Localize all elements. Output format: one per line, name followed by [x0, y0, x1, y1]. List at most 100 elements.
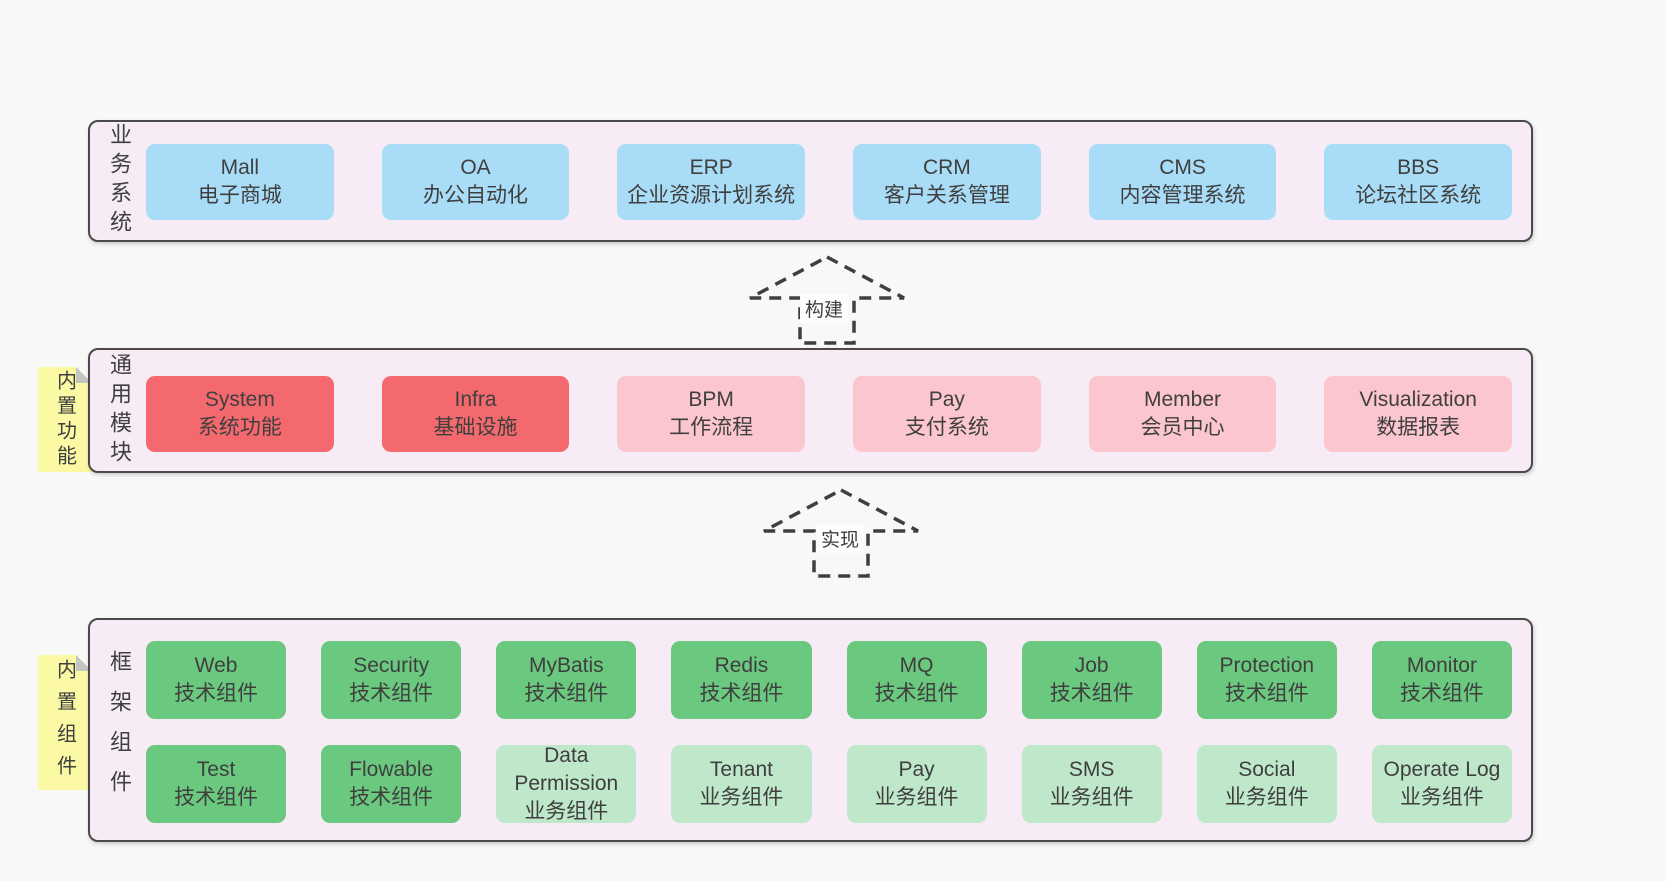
- box-infra: Infra 基础设施: [381, 376, 570, 452]
- box-visualization: Visualization 数据报表: [1324, 376, 1513, 452]
- box-subtitle: 技术组件: [1049, 682, 1134, 705]
- box-subtitle: 业务组件: [699, 786, 784, 809]
- box-test: Test 技术组件: [146, 745, 287, 823]
- box-title: Web: [194, 654, 238, 678]
- box-subtitle: 技术组件: [349, 682, 434, 705]
- box-title: Operate Log: [1383, 758, 1501, 782]
- box-title: Data Permission: [514, 744, 619, 796]
- box-mybatis: MyBatis 技术组件: [496, 641, 637, 719]
- box-title: Test: [196, 758, 236, 782]
- business-systems-row: Mall 电子商城 OA 办公自动化 ERP 企业资源计划系统 CRM 客户关系…: [146, 144, 1513, 220]
- box-monitor: Monitor 技术组件: [1371, 641, 1512, 719]
- box-title: ERP: [689, 156, 733, 180]
- box-member: Member 会员中心: [1088, 376, 1277, 452]
- box-subtitle: 数据报表: [1376, 416, 1461, 439]
- band-business-systems: 业务系统 Mall 电子商城 OA 办公自动化 ERP 企业资源计划系统 CRM…: [88, 120, 1533, 242]
- box-mall: Mall 电子商城: [146, 144, 334, 220]
- box-subtitle: 企业资源计划系统: [627, 184, 796, 207]
- box-subtitle: 工作流程: [669, 416, 754, 439]
- box-sms: SMS 业务组件: [1021, 745, 1162, 823]
- box-subtitle: 支付系统: [904, 416, 989, 439]
- box-subtitle: 内容管理系统: [1119, 184, 1246, 207]
- box-subtitle: 技术组件: [174, 682, 259, 705]
- box-title: Mall: [220, 156, 260, 180]
- box-subtitle: 业务组件: [874, 786, 959, 809]
- box-cms: CMS 内容管理系统: [1088, 144, 1277, 220]
- box-subtitle: 技术组件: [874, 682, 959, 705]
- box-title: Visualization: [1359, 388, 1477, 412]
- box-title: OA: [460, 156, 491, 180]
- box-title: System: [204, 388, 275, 412]
- box-bbs: BBS 论坛社区系统: [1324, 144, 1513, 220]
- box-title: Redis: [714, 654, 769, 678]
- box-subtitle: 业务组件: [1399, 786, 1484, 809]
- box-title: Flowable: [349, 758, 434, 782]
- box-subtitle: 业务组件: [524, 799, 609, 823]
- box-crm: CRM 客户关系管理: [853, 144, 1041, 220]
- sticky-note-built-in-components: 内置组件: [38, 655, 92, 790]
- box-redis: Redis 技术组件: [671, 641, 812, 719]
- box-operate-log: Operate Log 业务组件: [1371, 745, 1512, 823]
- arrow-implement-label: 实现: [816, 524, 865, 553]
- sticky-note-built-in-features: 内置功能: [38, 367, 92, 472]
- box-title: Job: [1074, 654, 1109, 678]
- box-social: Social 业务组件: [1196, 745, 1337, 823]
- box-flowable: Flowable 技术组件: [321, 745, 462, 823]
- box-tenant: Tenant 业务组件: [671, 745, 812, 823]
- box-title: Monitor: [1406, 654, 1477, 678]
- box-protection: Protection 技术组件: [1196, 641, 1337, 719]
- box-oa: OA 办公自动化: [381, 144, 570, 220]
- box-subtitle: 电子商城: [197, 184, 282, 207]
- box-subtitle: 业务组件: [1049, 786, 1134, 809]
- box-title: BPM: [688, 388, 734, 412]
- arrow-build-label: 构建: [800, 294, 849, 323]
- box-pay: Pay 支付系统: [853, 376, 1041, 452]
- box-subtitle: 技术组件: [174, 786, 259, 809]
- band-framework-components: 框架组件 Web 技术组件 Security 技术组件 MyBatis 技术组件…: [88, 618, 1533, 842]
- box-subtitle: 论坛社区系统: [1355, 184, 1482, 207]
- box-subtitle: 业务组件: [1224, 786, 1309, 809]
- box-system: System 系统功能: [146, 376, 334, 452]
- box-subtitle: 技术组件: [699, 682, 784, 705]
- box-title: MyBatis: [528, 654, 604, 678]
- box-erp: ERP 企业资源计划系统: [617, 144, 806, 220]
- box-title: Tenant: [709, 758, 773, 782]
- band-label-business-systems: 业务系统: [107, 123, 132, 239]
- box-subtitle: 基础设施: [433, 416, 518, 439]
- box-data-permission: Data Permission 业务组件: [496, 744, 637, 823]
- arrow-implement-icon: [763, 488, 919, 578]
- box-title: CMS: [1159, 156, 1206, 180]
- box-subtitle: 客户关系管理: [883, 184, 1010, 207]
- box-subtitle: 办公自动化: [423, 184, 528, 207]
- box-title: Infra: [454, 388, 497, 412]
- band-label-framework-components: 框架组件: [107, 650, 132, 810]
- box-subtitle: 技术组件: [524, 682, 609, 705]
- framework-components-row-1: Web 技术组件 Security 技术组件 MyBatis 技术组件 Redi…: [146, 641, 1512, 719]
- sticky-note-text: 内置组件: [53, 658, 76, 787]
- common-modules-row: System 系统功能 Infra 基础设施 BPM 工作流程 Pay 支付系统…: [146, 376, 1513, 452]
- box-title: Member: [1144, 388, 1222, 412]
- arrow-build-icon: [749, 255, 905, 345]
- box-subtitle: 系统功能: [197, 416, 282, 439]
- box-subtitle: 技术组件: [1399, 682, 1484, 705]
- box-pay-business: Pay 业务组件: [846, 745, 987, 823]
- box-mq: MQ 技术组件: [846, 641, 987, 719]
- box-subtitle: 技术组件: [349, 786, 434, 809]
- box-job: Job 技术组件: [1021, 641, 1162, 719]
- box-title: Pay: [928, 388, 965, 412]
- band-common-modules: 通用模块 System 系统功能 Infra 基础设施 BPM 工作流程 Pay…: [88, 348, 1533, 473]
- box-bpm: BPM 工作流程: [617, 376, 806, 452]
- box-security: Security 技术组件: [321, 641, 462, 719]
- box-subtitle: 会员中心: [1140, 416, 1225, 439]
- framework-components-row-2: Test 技术组件 Flowable 技术组件 Data Permission …: [146, 744, 1512, 823]
- box-title: BBS: [1397, 156, 1440, 180]
- box-title: CRM: [922, 156, 971, 180]
- box-title: Social: [1238, 758, 1296, 782]
- box-title: Security: [353, 654, 430, 678]
- box-title: MQ: [899, 654, 934, 678]
- box-web: Web 技术组件: [146, 641, 287, 719]
- sticky-note-text: 内置功能: [53, 369, 76, 470]
- box-title: Pay: [898, 758, 935, 782]
- band-label-common-modules: 通用模块: [107, 352, 132, 469]
